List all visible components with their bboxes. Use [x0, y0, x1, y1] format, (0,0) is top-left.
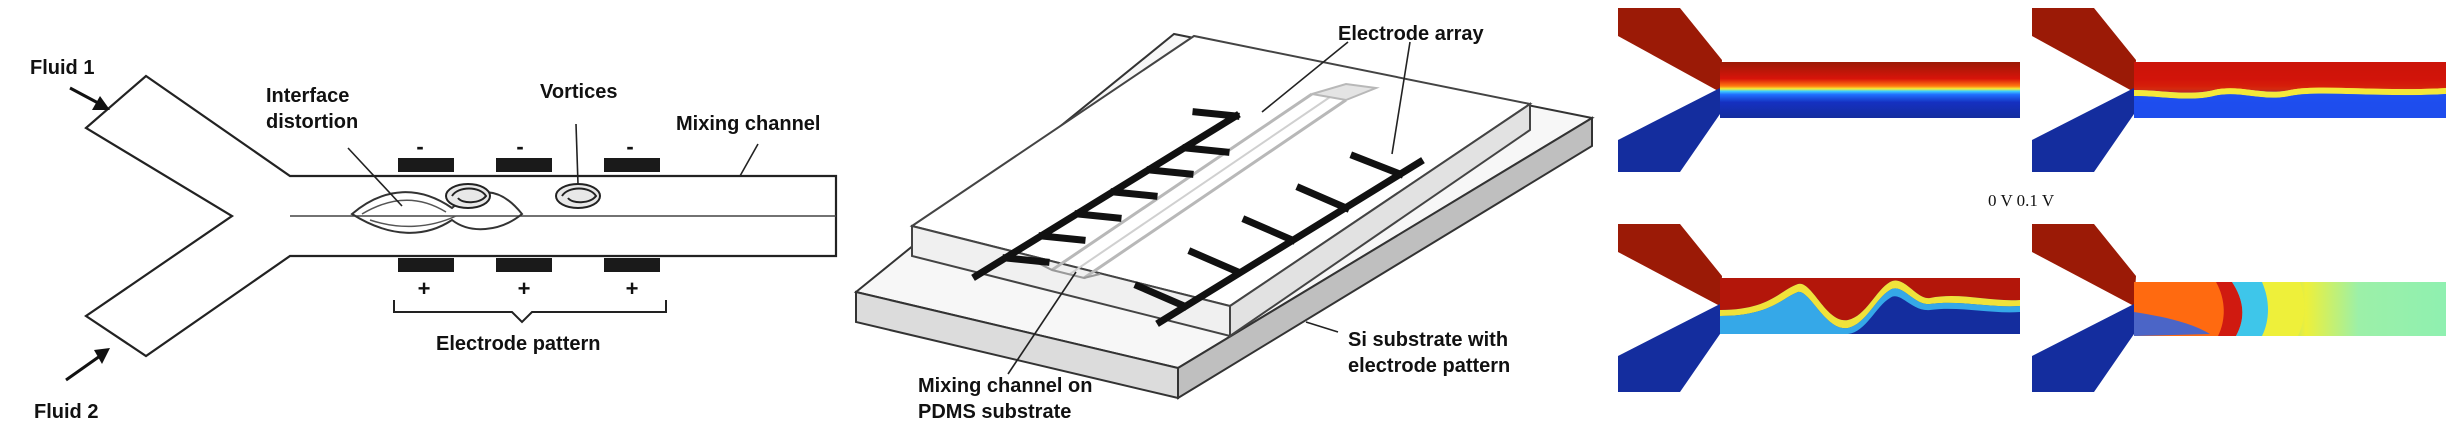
label-mixing-channel-pdms-1: Mixing channel on: [918, 375, 1092, 397]
label-interface-line1: Interface: [266, 85, 349, 107]
label-electrode-pattern: Electrode pattern: [436, 333, 600, 355]
electrode-top: [398, 158, 454, 172]
sim-panel-2: [2032, 8, 2446, 172]
fluid2-arrow-icon: [66, 348, 110, 380]
electrode-sign-bottom: +: [626, 276, 639, 301]
label-fluid1: Fluid 1: [30, 57, 94, 79]
leader-mixing-channel: [740, 144, 758, 176]
electrode-sign-top: -: [626, 134, 633, 159]
label-fluid2: Fluid 2: [34, 401, 98, 423]
electrode-sign-bottom: +: [418, 276, 431, 301]
vortex-icon: [556, 184, 600, 208]
sim-panel-1: [1618, 8, 2020, 172]
label-si-substrate-1: Si substrate with: [1348, 329, 1508, 351]
label-interface-line2: distortion: [266, 111, 358, 133]
electrode-sign-bottom: +: [518, 276, 531, 301]
panel-b-device-sketch: Electrode array Mixing channel on PDMS s…: [856, 23, 1592, 423]
vortex-icon: [446, 184, 490, 208]
fluid1-arrow-icon: [70, 88, 110, 110]
electrode-pattern-brace: [394, 300, 666, 322]
panel-c-simulation-results: 0 V 0.1 V: [1618, 8, 2446, 392]
electrode-sign-top: -: [416, 134, 423, 159]
electrode-bottom: [398, 258, 454, 272]
panel-a-mixer-schematic: - - - + + + Fluid 1 Fluid 2 Interface di…: [30, 57, 836, 423]
label-vortices: Vortices: [540, 81, 617, 103]
label-electrode-array: Electrode array: [1338, 23, 1485, 45]
voltage-label: 0 V 0.1 V: [1988, 191, 2055, 210]
electrode-bottom: [604, 258, 660, 272]
label-mixing-channel: Mixing channel: [676, 113, 820, 135]
electrode-top: [496, 158, 552, 172]
sim-panel-4: [2032, 224, 2446, 392]
label-si-substrate-2: electrode pattern: [1348, 355, 1510, 377]
sim-panel-3: [1618, 224, 2020, 392]
electrode-sign-top: -: [516, 134, 523, 159]
electrode-bottom: [496, 258, 552, 272]
label-mixing-channel-pdms-2: PDMS substrate: [918, 401, 1071, 423]
electrode-top: [604, 158, 660, 172]
